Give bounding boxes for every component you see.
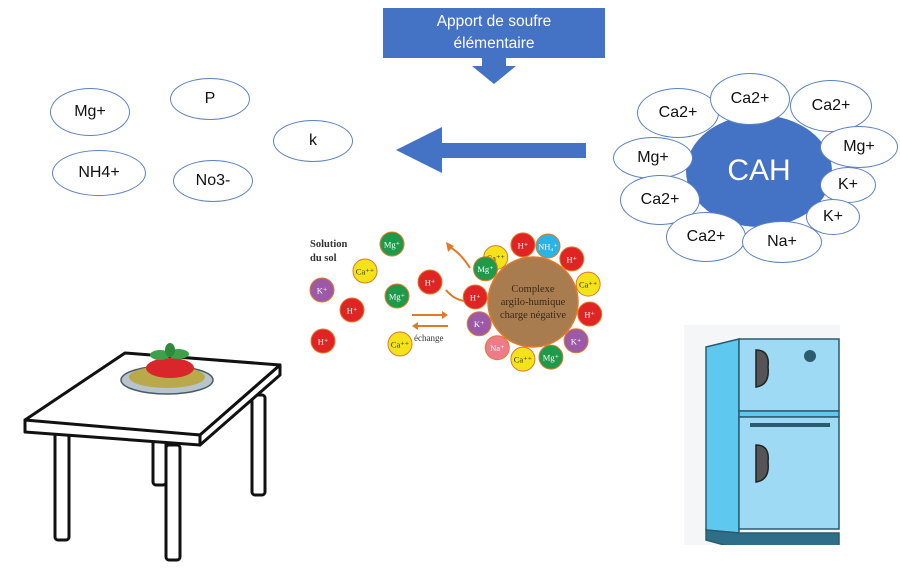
ion-label: Na+	[767, 233, 797, 250]
sulfur-input-box: Apport de soufre élémentaire	[383, 8, 605, 58]
ion-circle	[417, 269, 443, 295]
ion-label: Mg⁺	[389, 292, 406, 302]
ion-circle	[352, 258, 378, 284]
ion-circle	[510, 346, 536, 372]
ion-label: H⁺	[347, 306, 358, 316]
ion-circle	[379, 231, 405, 257]
cah-ion-bubble: Ca2+	[666, 212, 746, 262]
clay-humus-complex	[487, 256, 579, 348]
ion-label: H⁺	[518, 240, 529, 250]
free-ion-bubble: No3-	[173, 160, 253, 202]
ion-label: H⁺	[584, 310, 595, 320]
cah-ion-bubble: K+	[820, 167, 876, 203]
exchange-label: échange	[414, 333, 443, 343]
ion-label: Mg⁺	[543, 353, 560, 363]
ion-circle	[577, 301, 603, 327]
exchange-arrows-icon	[412, 311, 448, 330]
complex-label: charge négative	[500, 310, 566, 321]
ion-circle	[559, 246, 585, 272]
solution-label: du sol	[310, 253, 337, 264]
ion-circle	[309, 277, 335, 303]
ion-label: K⁺	[571, 336, 582, 346]
ion-label: k	[309, 132, 317, 149]
solution-label: Solution	[310, 239, 348, 250]
ion-circle	[563, 328, 589, 354]
ion-circle	[310, 328, 336, 354]
cah-ion-bubble: Ca2+	[790, 80, 872, 132]
table-leg	[250, 393, 267, 497]
fridge-handle	[755, 349, 769, 388]
ion-label: NH4+	[78, 164, 120, 181]
free-ion-bubble: k	[273, 120, 353, 162]
refrigerator-illustration	[684, 325, 840, 545]
ion-label: Ca2+	[686, 228, 726, 245]
ion-label: Ca⁺⁺	[579, 280, 598, 290]
ion-circle	[462, 284, 488, 310]
ion-label: H⁺	[470, 292, 481, 302]
ion-label: No3-	[195, 172, 231, 189]
ion-label: Mg+	[74, 103, 106, 120]
ion-circle	[484, 335, 510, 361]
ion-label: K⁺	[474, 319, 485, 329]
fridge-handle	[755, 444, 769, 483]
down-arrow-icon	[472, 58, 516, 84]
ion-circle	[466, 311, 492, 337]
free-ion-bubble: Mg+	[50, 88, 130, 136]
ion-label: Mg+	[637, 149, 669, 166]
cah-ion-bubble: K+	[806, 199, 860, 235]
cah-ion-bubble: Mg+	[613, 137, 693, 179]
complex-label: Complexe	[511, 284, 554, 295]
ion-label: Ca2+	[658, 104, 698, 121]
ion-label: Ca2+	[730, 90, 770, 107]
free-ion-bubble: P	[170, 78, 250, 120]
sulfur-box-line1: Apport de soufre	[436, 13, 552, 30]
table-leg	[164, 443, 182, 562]
ion-label: Na⁺	[490, 343, 505, 353]
ion-label: H⁺	[318, 337, 329, 347]
free-ion-bubble: NH4+	[52, 150, 146, 196]
ion-label: Ca⁺⁺	[487, 253, 506, 263]
cah-core: CAH	[686, 115, 832, 227]
ion-label: P	[204, 90, 216, 107]
ion-label: Mg+	[843, 138, 875, 155]
ion-label: H⁺	[425, 278, 436, 288]
table-leg	[151, 438, 168, 487]
ion-circle	[575, 271, 601, 297]
complex-label: argilo-humique	[501, 297, 566, 308]
cah-ion-bubble: Mg+	[820, 126, 898, 168]
left-arrow-icon	[396, 127, 586, 173]
ion-label: Mg⁺	[384, 240, 401, 250]
ion-label: K⁺	[317, 286, 328, 296]
ion-label: K+	[822, 208, 843, 225]
ion-circle	[339, 297, 365, 323]
table-leg	[53, 423, 71, 542]
table-illustration	[23, 343, 282, 562]
ion-label: Ca2+	[640, 191, 680, 208]
ion-circle	[472, 256, 498, 282]
ion-circle	[510, 232, 536, 258]
ion-label: Ca2+	[811, 97, 851, 114]
ion-label: K+	[837, 176, 858, 193]
ion-circle	[387, 331, 413, 357]
ion-circle	[535, 233, 561, 259]
ion-circle	[538, 344, 564, 370]
cah-ion-bubble: Na+	[742, 221, 822, 263]
ion-label: Ca⁺⁺	[356, 267, 375, 277]
ion-label: Mg⁺	[477, 264, 494, 274]
ion-label: H⁺	[566, 254, 577, 264]
arrow-head-icon	[446, 242, 454, 252]
cah-label: CAH	[727, 154, 791, 187]
spaghetti-plate-icon	[120, 343, 214, 395]
ion-label: NH₄⁺	[538, 241, 558, 251]
table-edge	[198, 363, 282, 447]
ion-label: Ca⁺⁺	[391, 340, 410, 350]
ion-label: Ca⁺⁺	[514, 355, 533, 365]
cah-ion-bubble: Ca2+	[637, 88, 719, 138]
cah-ion-bubble: Ca2+	[710, 73, 790, 125]
soil-exchange-figure: Solution du sol Mg⁺Ca⁺⁺K⁺Mg⁺H⁺H⁺H⁺Ca⁺⁺ é…	[309, 231, 603, 372]
sulfur-box-line2: élémentaire	[453, 35, 535, 52]
ion-circle	[384, 283, 410, 309]
